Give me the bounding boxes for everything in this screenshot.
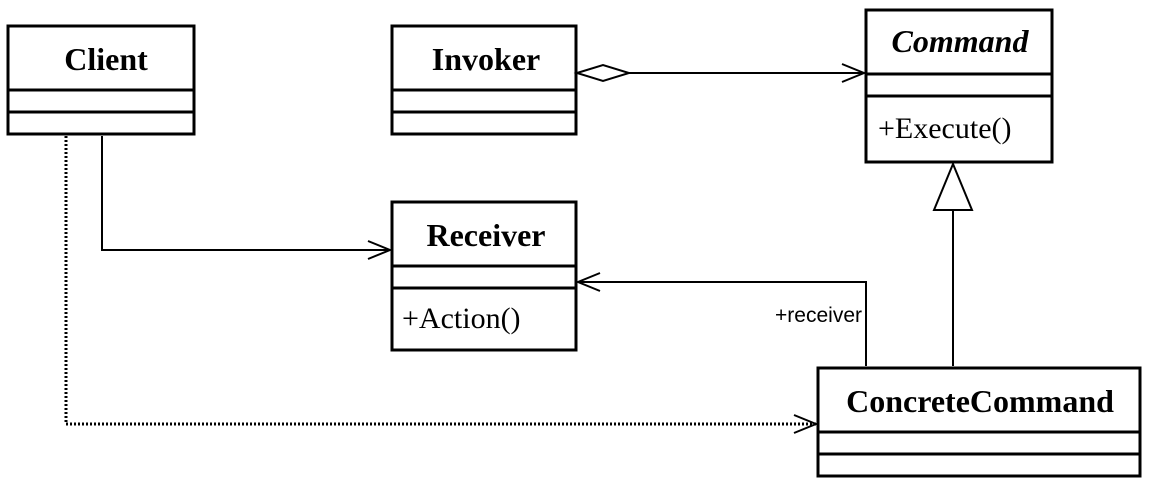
client-receiver-arrowhead-icon <box>367 240 393 260</box>
command-operation-execute: +Execute() <box>878 112 1012 145</box>
class-client[interactable]: Client <box>6 24 196 136</box>
concrete-command-generalization <box>932 161 974 366</box>
invoker-box <box>390 24 578 136</box>
concrete-command-box <box>816 366 1142 478</box>
client-concrete-command-dotted-line <box>64 136 816 426</box>
aggregation-diamond-icon <box>573 63 633 83</box>
receiver-box <box>390 200 578 352</box>
client-class-name: Client <box>64 41 148 77</box>
concrete-command-class-name: ConcreteCommand <box>846 383 1114 419</box>
receiver-operation-action: +Action() <box>402 302 521 335</box>
client-box <box>6 24 196 136</box>
client-receiver-line <box>101 136 390 251</box>
class-receiver[interactable]: Receiver +Action() <box>390 200 578 352</box>
concrete-command-receiver-line <box>578 281 867 366</box>
generalization-triangle-icon <box>932 161 974 211</box>
receiver-role-label: +receiver <box>775 304 862 327</box>
class-invoker[interactable]: Invoker <box>390 24 578 136</box>
command-class-name: Command <box>892 23 1030 59</box>
client-concrete-command-dependency <box>64 136 819 434</box>
concrete-command-receiver-association: +receiver <box>575 272 867 366</box>
client-receiver-association <box>101 136 393 260</box>
class-concrete-command[interactable]: ConcreteCommand <box>816 366 1142 478</box>
aggregation-arrowhead-icon <box>841 63 867 83</box>
concrete-command-receiver-arrowhead-icon <box>575 272 601 292</box>
receiver-class-name: Receiver <box>426 217 545 253</box>
command-box <box>864 8 1054 164</box>
invoker-command-aggregation <box>573 63 867 83</box>
client-concrete-command-arrowhead-icon <box>793 414 819 434</box>
invoker-class-name: Invoker <box>432 41 540 77</box>
class-command[interactable]: Command +Execute() <box>864 8 1054 164</box>
